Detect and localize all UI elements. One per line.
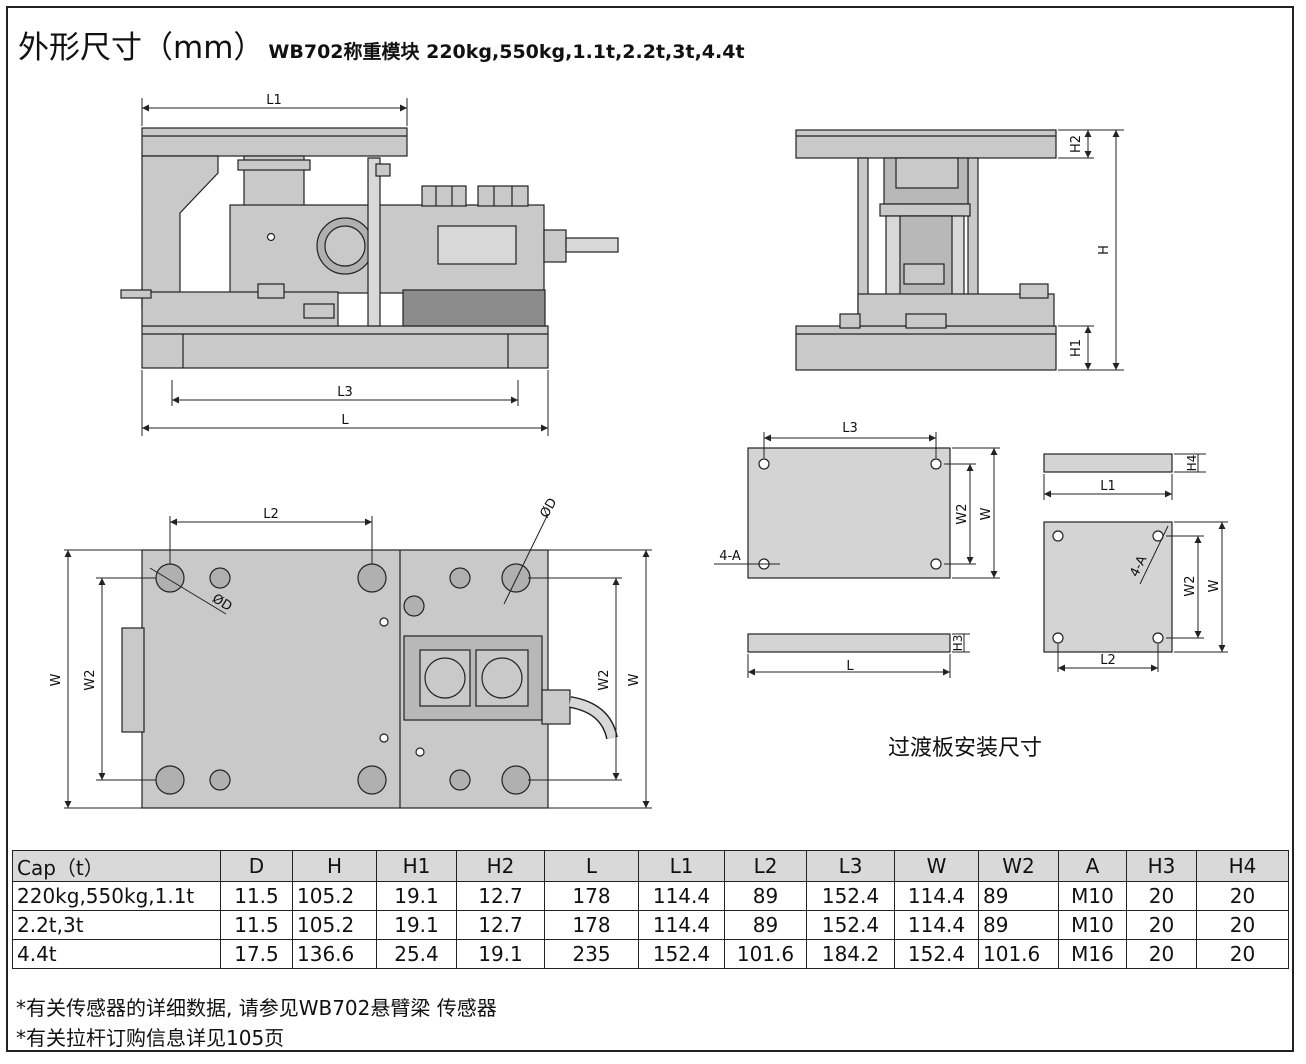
title-sub: WB702称重模块 220kg,550kg,1.1t,2.2t,3t,4.4t	[268, 41, 745, 63]
table-cell: 20	[1126, 939, 1197, 969]
side-H2-label: H2	[1069, 135, 1084, 153]
table-cell: 152.4	[894, 939, 979, 969]
table-cell: 12.7	[456, 910, 545, 940]
table-cell: 4.4t	[12, 939, 221, 969]
table-cell: 101.6	[978, 939, 1059, 969]
plate1-A-label: 4-A	[719, 549, 741, 564]
front-view	[120, 98, 619, 436]
table-cell: 114.4	[638, 910, 725, 940]
table-cell: M10	[1058, 881, 1127, 911]
top-L2-label: L2	[263, 507, 279, 522]
front-L1-label: L1	[266, 93, 282, 108]
table-cell: 152.4	[806, 881, 895, 911]
table-header-cell: H3	[1126, 850, 1197, 882]
table-cell: M16	[1058, 939, 1127, 969]
plate2-L1-label: L1	[1100, 479, 1116, 494]
plate1-L-label: L	[846, 659, 854, 674]
adapter-plate-lower	[714, 432, 1000, 678]
table-cell: 89	[978, 881, 1059, 911]
top-W2-left-label: W2	[83, 669, 98, 690]
table-header-cell: H1	[376, 850, 457, 882]
table-header-cell: W2	[978, 850, 1059, 882]
table-header-cell: Cap（t）	[12, 850, 221, 882]
plate2-W-label: W	[1207, 579, 1222, 592]
note-sensor: *有关传感器的详细数据, 请参见WB702悬臂梁 传感器	[16, 996, 497, 1020]
table-header-cell: H	[292, 850, 377, 882]
side-H1-label: H1	[1069, 339, 1084, 357]
table-cell: 101.6	[724, 939, 807, 969]
plate1-W2-label: W2	[955, 503, 970, 524]
table-cell: 178	[544, 910, 639, 940]
front-L-label: L	[341, 413, 349, 428]
table-cell: 12.7	[456, 881, 545, 911]
top-W-right-label: W	[627, 673, 642, 686]
table-cell: 11.5	[220, 910, 293, 940]
adapter-plate-caption: 过渡板安装尺寸	[888, 736, 1043, 761]
table-cell: 105.2	[292, 910, 377, 940]
top-W-left-label: W	[49, 673, 64, 686]
table-cell: 20	[1196, 939, 1289, 969]
table-cell: 105.2	[292, 881, 377, 911]
table-header-cell: H2	[456, 850, 545, 882]
table-cell: 178	[544, 881, 639, 911]
table-header-cell: L1	[638, 850, 725, 882]
table-cell: 20	[1196, 910, 1289, 940]
table-header-cell: L2	[724, 850, 807, 882]
table-cell: 20	[1126, 881, 1197, 911]
page-title: 外形尺寸（mm）WB702称重模块 220kg,550kg,1.1t,2.2t,…	[18, 22, 745, 67]
table-cell: 136.6	[292, 939, 377, 969]
title-main: 外形尺寸（mm）	[18, 30, 265, 66]
table-header-cell: D	[220, 850, 293, 882]
front-L3-label: L3	[337, 385, 353, 400]
technical-drawing: L1 L3 L	[49, 93, 1228, 809]
table-header-cell: H4	[1196, 850, 1289, 882]
table-header-cell: L3	[806, 850, 895, 882]
top-W2-right-label: W2	[597, 669, 612, 690]
top-D2-label: ØD	[537, 496, 560, 521]
side-view	[795, 129, 1124, 371]
table-cell: 89	[724, 881, 807, 911]
table-cell: 220kg,550kg,1.1t	[12, 881, 221, 911]
table-cell: 114.4	[638, 881, 725, 911]
note-rod: *有关拉杆订购信息详见105页	[16, 1026, 285, 1050]
table-cell: 20	[1126, 910, 1197, 940]
plate1-W-label: W	[979, 507, 994, 520]
table-cell: 19.1	[376, 910, 457, 940]
table-cell: 114.4	[894, 881, 979, 911]
top-view	[64, 513, 652, 809]
side-H-label: H	[1097, 245, 1112, 255]
table-cell: 89	[978, 910, 1059, 940]
plate1-H3-label: H3	[951, 635, 965, 652]
plate2-L2-label: L2	[1100, 653, 1116, 668]
plate2-H4-label: H4	[1185, 455, 1199, 472]
table-cell: 2.2t,3t	[12, 910, 221, 940]
table-cell: 19.1	[456, 939, 545, 969]
table-header-cell: A	[1058, 850, 1127, 882]
table-cell: 114.4	[894, 910, 979, 940]
table-cell: 17.5	[220, 939, 293, 969]
plate2-W2-label: W2	[1183, 575, 1198, 596]
table-cell: 152.4	[638, 939, 725, 969]
table-cell: 19.1	[376, 881, 457, 911]
table-header-cell: L	[544, 850, 639, 882]
plate1-L3-label: L3	[842, 421, 858, 436]
table-header-cell: W	[894, 850, 979, 882]
adapter-plate-upper	[1043, 453, 1228, 672]
table-cell: 25.4	[376, 939, 457, 969]
table-cell: 184.2	[806, 939, 895, 969]
drawing-sheet: 外形尺寸（mm）WB702称重模块 220kg,550kg,1.1t,2.2t,…	[6, 6, 1294, 1052]
table-cell: M10	[1058, 910, 1127, 940]
table-cell: 152.4	[806, 910, 895, 940]
table-cell: 235	[544, 939, 639, 969]
table-cell: 20	[1196, 881, 1289, 911]
table-cell: 11.5	[220, 881, 293, 911]
table-cell: 89	[724, 910, 807, 940]
